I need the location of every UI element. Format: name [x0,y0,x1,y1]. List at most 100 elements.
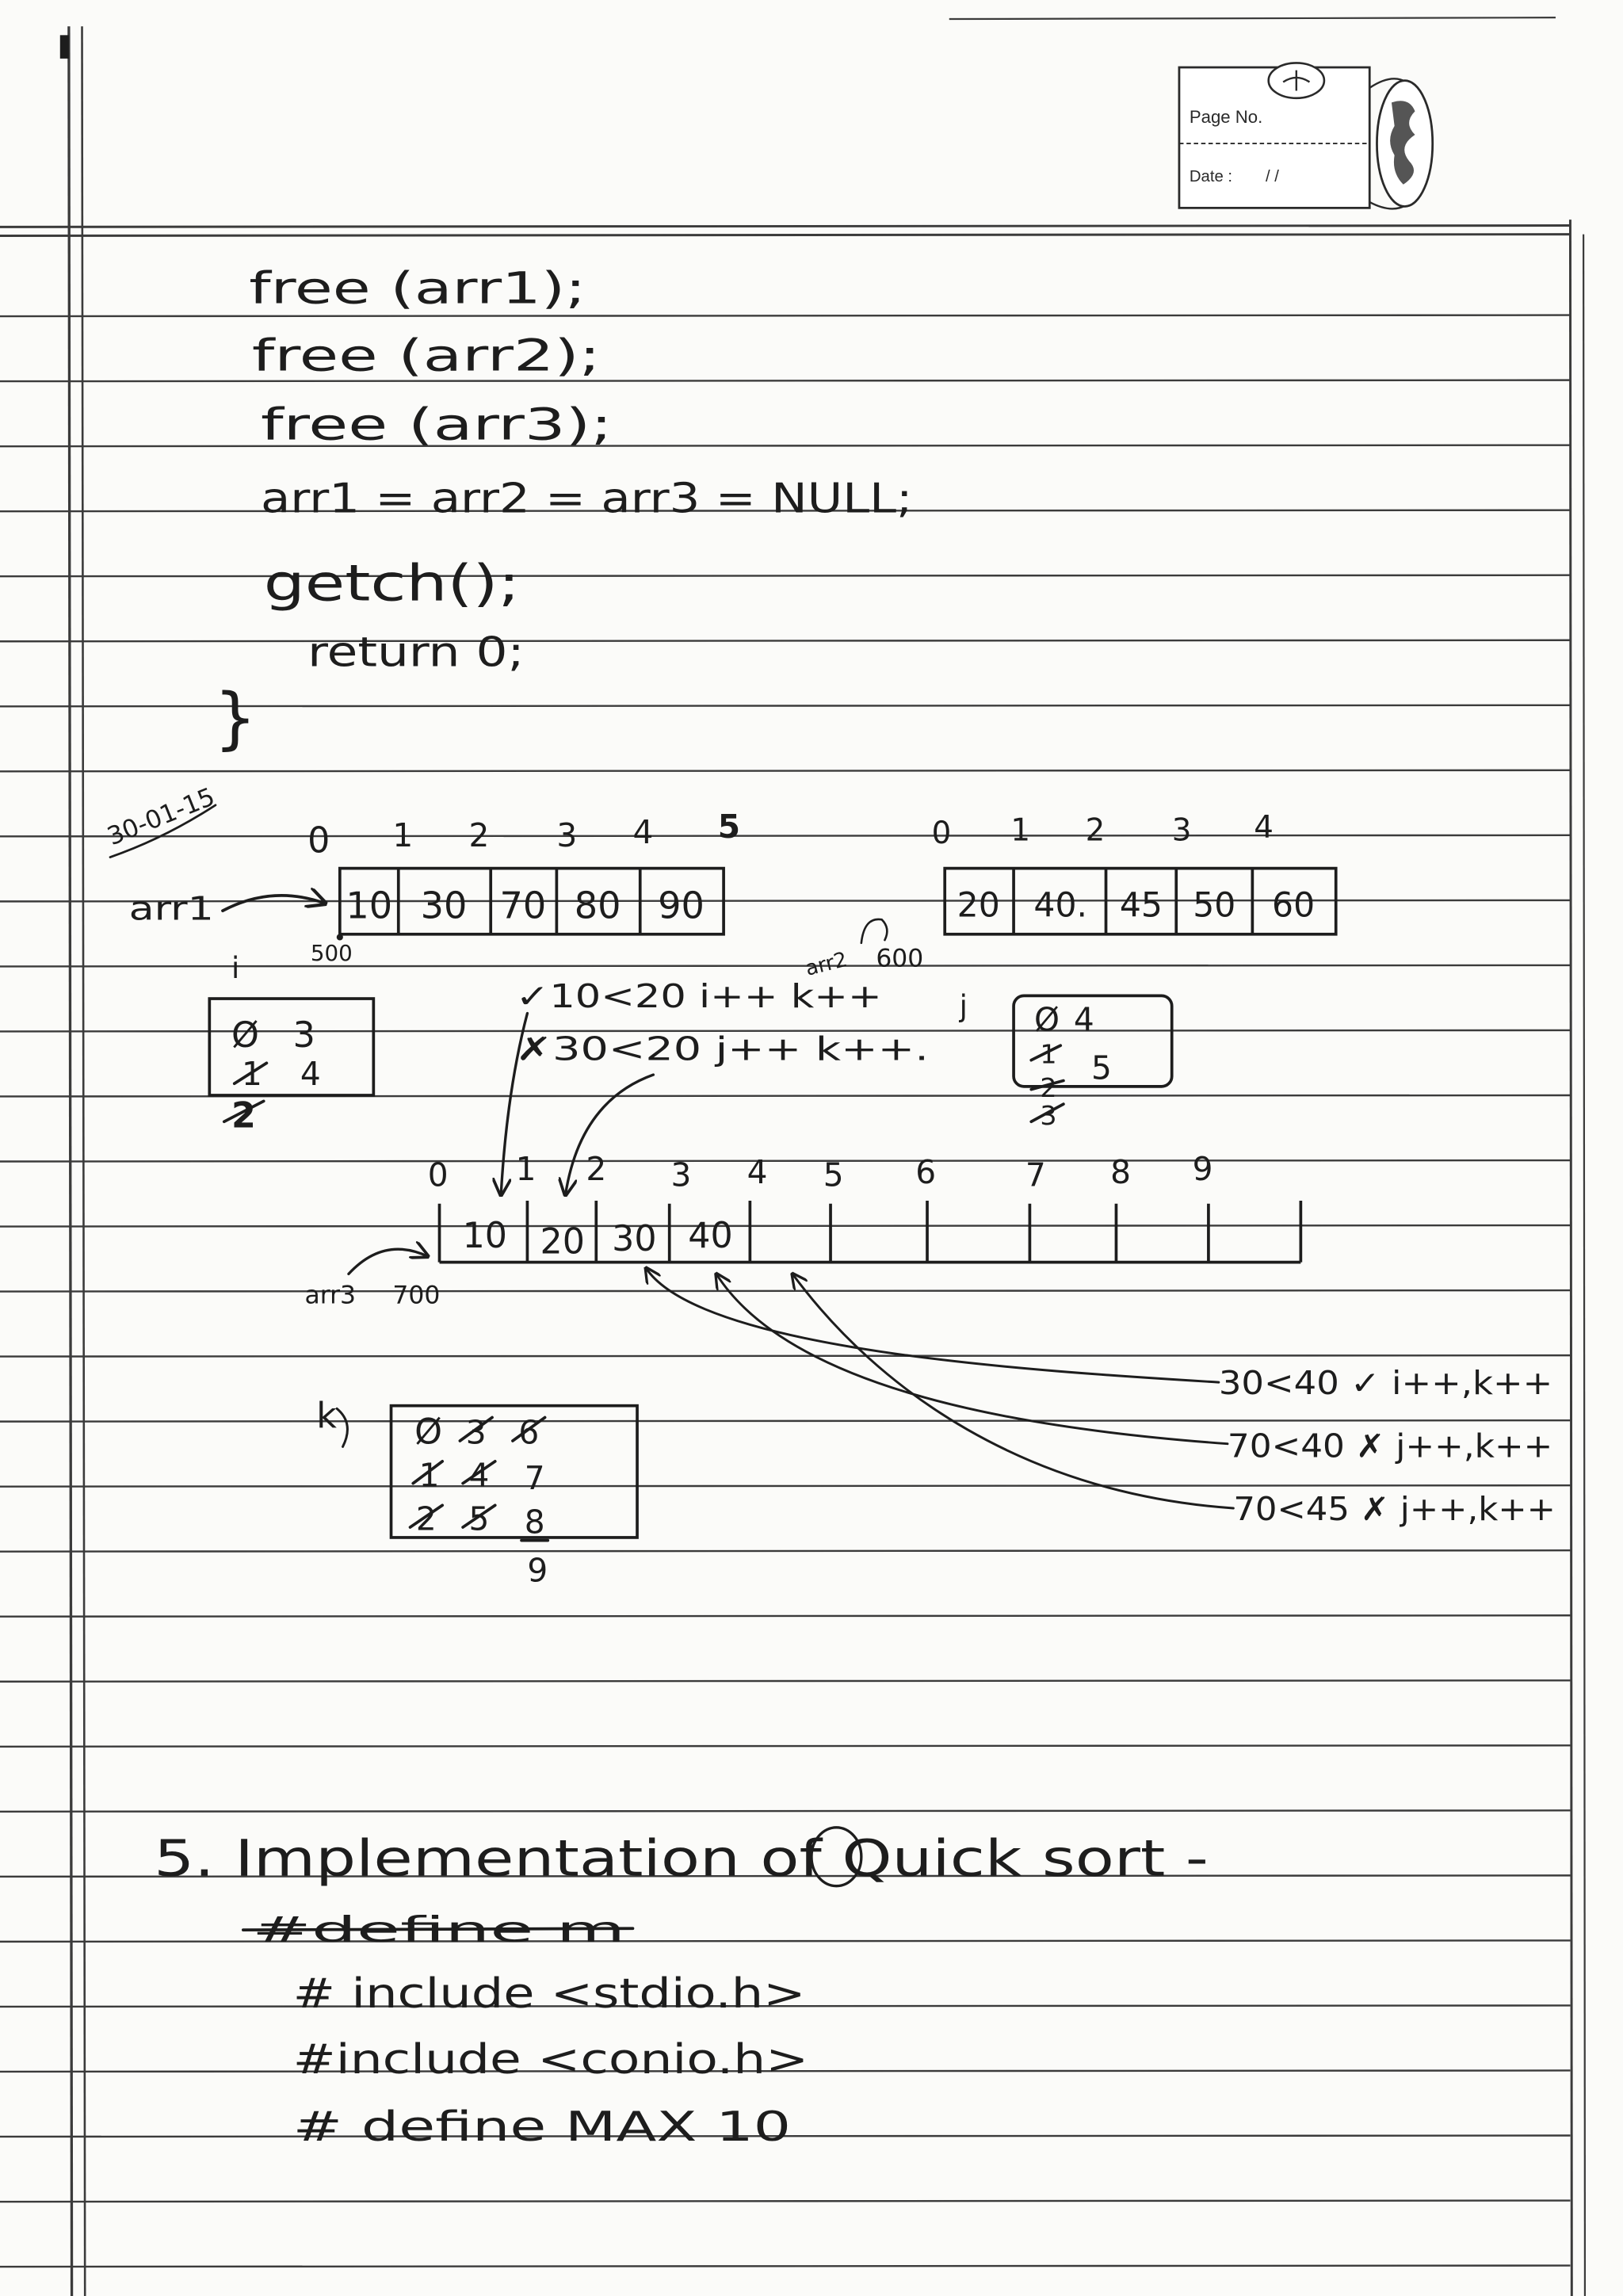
array-index: 5 [718,808,740,846]
strike-mark [1029,1102,1065,1124]
strike-mark [511,1415,547,1442]
counter-value: 2 [416,1500,437,1538]
code-line: # define MAX 10 [293,2103,791,2151]
code-line: #include <conio.h> [293,2036,809,2084]
counter-value: 3 [1040,1100,1056,1131]
array-value: 70 [499,884,546,926]
ruled-line [0,2069,1571,2073]
counter-j: j Ø 4 1 5 2 3 [959,989,1174,1131]
ruled-line [0,1224,1571,1228]
result-arrow [716,1274,1229,1446]
array-index: 8 [1110,1153,1131,1191]
ruled-line [0,639,1571,643]
counter-value: 5 [468,1500,489,1538]
result-arrow [646,1268,1220,1384]
code-line: getch(); [264,555,520,613]
comparison-step: 70<40 ✗ j++,k++ [1228,1427,1552,1465]
result-arrow [565,1073,655,1195]
ruled-line [0,2004,1571,2008]
strike-mark [458,1415,494,1442]
array-value: 40 [688,1216,732,1256]
array-index: 6 [915,1153,936,1191]
code-end-block: free (arr1); free (arr2); free (arr3); a… [214,263,913,757]
ruled-line [0,1419,1571,1423]
strike-mark [461,1460,497,1485]
ruled-line [0,314,1571,318]
strike-mark [1029,1079,1065,1091]
ruled-line [0,574,1571,578]
margin-line [67,26,74,2296]
array-value: 20 [540,1222,585,1263]
strike-mark [408,1503,445,1529]
page-info-box: Page No. Date : / / [1178,62,1434,210]
strike-mark [1029,1044,1063,1062]
array-index: 4 [1254,810,1274,846]
code-line: arr1 = arr2 = arr3 = NULL; [261,476,913,523]
array-index: 4 [632,813,653,851]
array-index: 0 [428,1156,449,1194]
counter-box [389,1404,639,1539]
counter-value: 4 [1074,1001,1094,1039]
counter-value: 2 [1040,1072,1056,1103]
counter-i: i Ø 3 1 4 2 [208,951,376,1137]
ruled-line [0,1549,1571,1553]
comparison-step: ✗30<20 j++ k++. [516,1030,929,1068]
pointer-arrow [221,896,325,913]
counter-value: 5 [1091,1049,1112,1087]
ruled-line [0,834,1571,838]
letter-circle [810,1826,863,1888]
code-line: free (arr2); [252,330,601,381]
array-index: 3 [556,816,577,854]
comparison-step: ✓10<20 i++ k++ [516,977,882,1015]
array-value: 10 [346,884,392,926]
ruled-line [0,444,1571,448]
counter-value: 4 [468,1456,489,1494]
counter-value: 1 [1040,1038,1056,1069]
array-index: 3 [671,1156,692,1194]
array-arr1: 0 1 2 3 4 5 arr1 10 30 70 80 90 500 [129,808,740,966]
page-no-label: Page No. [1190,107,1262,127]
array-index: 0 [307,820,330,861]
array-value: 30 [421,884,468,926]
array-address: 600 [876,944,923,972]
array-value: 40. [1033,887,1087,926]
array-index: 1 [392,816,413,854]
array-index: 2 [1086,813,1106,849]
array-index: 9 [1193,1150,1213,1188]
array-index: 4 [747,1153,768,1191]
address-hook [860,918,888,945]
margin-line [81,26,86,2296]
brand-emblem [1267,62,1326,100]
array-frame [943,866,1338,936]
counter-value: 8 [525,1503,545,1541]
scan-mark [59,35,69,59]
array-arr3: 0 1 2 3 4 5 6 7 8 9 10 20 30 40 arr3 700 [304,1150,1303,1309]
array-value: 30 [612,1219,656,1259]
array-index: 1 [516,1150,537,1188]
array-address: 700 [392,1281,440,1309]
ruled-line [0,704,1571,708]
array-index: 3 [1172,813,1192,849]
array-label: arr1 [129,889,214,927]
array-index: 2 [468,816,489,854]
header-rule [0,233,1571,237]
ruled-line [0,379,1571,383]
code-line: return 0; [307,629,525,677]
counter-k: k Ø 3 6 1 4 7 2 5 8 9 [316,1396,639,1589]
array-address: 500 [311,940,353,966]
page-edge-line [1568,220,1573,2296]
next-program: 5. Implementation of Quick sort - #defin… [154,1826,1209,2151]
top-rule [949,17,1556,21]
ruled-line [0,1939,1571,1943]
array-arr2: 0 1 2 3 4 20 40. 45 50 60 arr2 600 [803,810,1338,981]
ruled-line [0,509,1571,513]
array-index: 7 [1025,1156,1046,1194]
ruled-line [0,964,1571,968]
ruled-line [0,1159,1571,1163]
code-line: free (arr3); [261,399,613,450]
closing-brace: } [214,679,257,758]
counter-label: k [316,1396,337,1436]
date-value: / / [1266,168,1279,185]
